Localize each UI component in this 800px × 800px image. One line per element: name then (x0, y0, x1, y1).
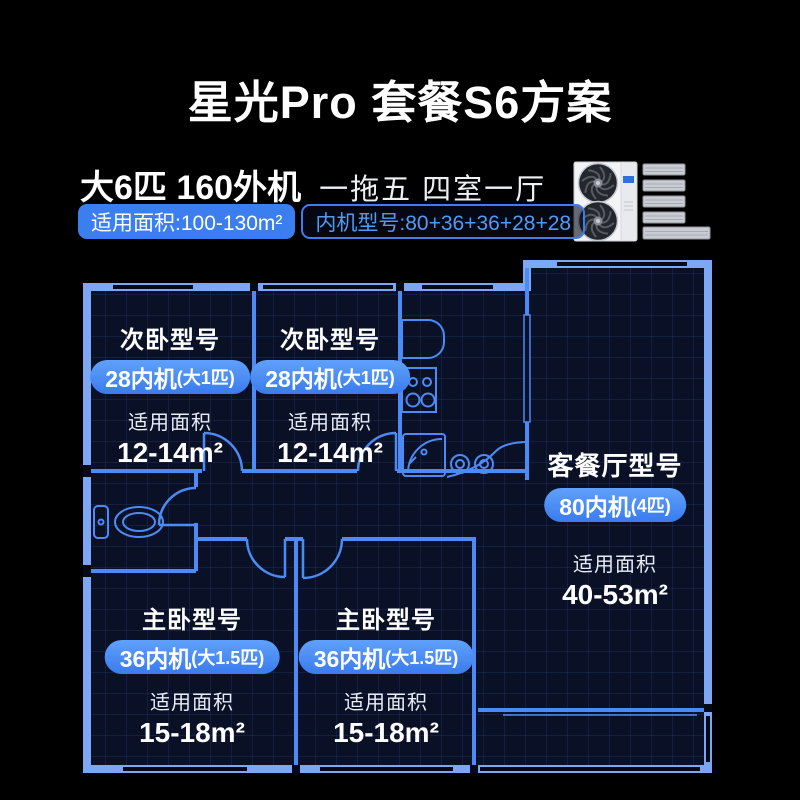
area-value: 12-14m² (277, 437, 383, 468)
unit-model: 80内机 (559, 494, 631, 520)
unit-pill: 36内机(大1.5匹) (104, 640, 280, 674)
window-marks (83, 262, 712, 773)
unit-power: (大1.5匹) (191, 648, 265, 668)
unit-power: (大1.5匹) (385, 648, 459, 668)
unit-pill: 36内机(大1.5匹) (298, 640, 474, 674)
room-label-master-bedroom-1: 主卧型号 36内机(大1.5匹) 适用面积 15-18m² (104, 600, 280, 749)
page-title: 星光Pro 套餐S6方案 (187, 77, 613, 128)
unit-power: (大1匹) (336, 368, 395, 388)
unit-power: (大1匹) (176, 368, 235, 388)
room-name: 主卧型号 (141, 607, 242, 634)
indoor-models-pill: 内机型号:80+36+36+28+28 (301, 204, 586, 239)
unit-model: 28内机 (105, 366, 177, 392)
room-name: 次卧型号 (280, 327, 380, 354)
unit-pill: 80内机(4匹) (544, 488, 686, 522)
info-pills: 适用面积:100-130m² 内机型号:80+36+36+28+28 (78, 204, 586, 239)
unit-power: (4匹) (630, 496, 671, 516)
room-name: 主卧型号 (335, 607, 436, 634)
unit-model: 28内机 (265, 366, 337, 392)
area-label: 适用面积 (149, 692, 234, 714)
applicable-area-pill: 适用面积:100-130m² (78, 204, 296, 239)
unit-model: 36内机 (119, 646, 192, 672)
indoor-unit-icons (642, 163, 711, 240)
outer-walls (83, 260, 712, 773)
area-label: 适用面积 (343, 692, 428, 714)
fixtures (93, 319, 530, 539)
room-label-living-dining: 客餐厅型号 80内机(4匹) 适用面积 40-53m² (544, 446, 686, 611)
area-value: 12-14m² (117, 437, 223, 468)
glass-windows (503, 314, 697, 716)
door-arcs (157, 431, 398, 580)
room-label-secondary-bedroom-1: 次卧型号 28内机(大1匹) 适用面积 12-14m² (90, 320, 250, 469)
area-value: 15-18m² (333, 717, 439, 748)
outdoor-unit-icon (573, 161, 638, 242)
area-label: 适用面积 (288, 412, 372, 434)
spec-bold-text: 大6匹 160外机 (80, 169, 302, 207)
area-label: 适用面积 (573, 554, 657, 576)
unit-pill: 28内机(大1匹) (90, 360, 250, 394)
area-value: 15-18m² (139, 717, 245, 748)
area-label: 适用面积 (128, 412, 212, 434)
room-label-secondary-bedroom-2: 次卧型号 28内机(大1匹) 适用面积 12-14m² (250, 320, 410, 469)
room-name: 次卧型号 (120, 327, 220, 354)
unit-pill: 28内机(大1匹) (250, 360, 410, 394)
room-label-master-bedroom-2: 主卧型号 36内机(大1.5匹) 适用面积 15-18m² (298, 600, 474, 749)
unit-model: 36内机 (313, 646, 386, 672)
area-value: 40-53m² (562, 579, 668, 610)
spec-line: 大6匹 160外机 一拖五 四室一厅 (80, 160, 546, 209)
spec-light-text: 一拖五 四室一厅 (319, 174, 547, 206)
room-name: 客餐厅型号 (547, 451, 683, 481)
